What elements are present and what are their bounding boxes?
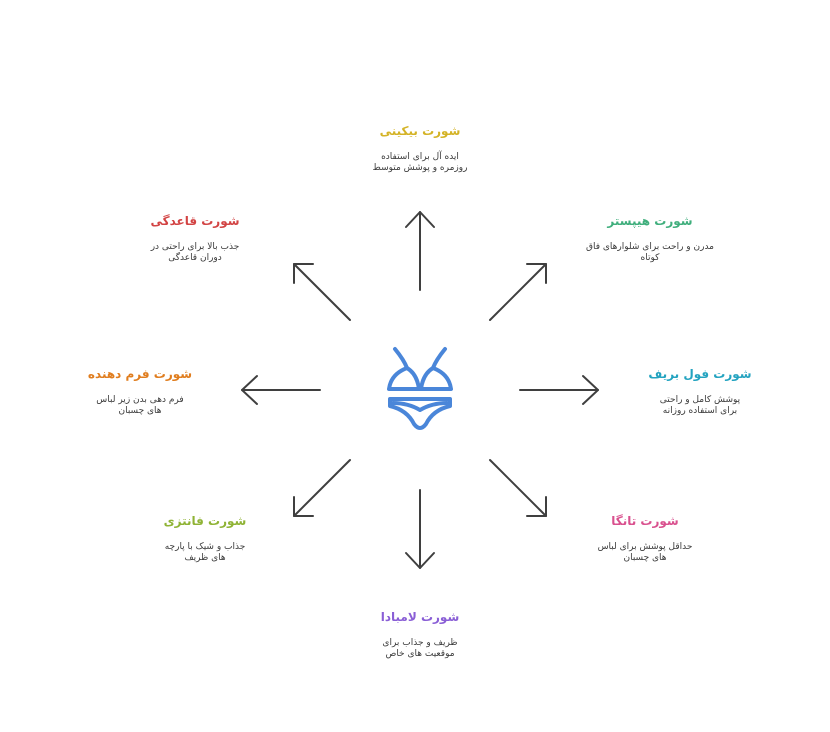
node-title: شورت فرم دهنده (87, 367, 193, 381)
node-thong: شورت تانگا حداقل پوشش برای لباس های چسبا… (565, 514, 725, 564)
node-description: پوشش کامل و راحتی برای استفاده روزانه (620, 395, 780, 417)
lingerie-icon (387, 347, 453, 430)
node-title: شورت تانگا (611, 514, 679, 528)
node-period: شورت قاعدگی جذب بالا برای راحتی در دوران… (110, 214, 280, 264)
desc-line: فرم دهی بدن زیر لباس (96, 395, 184, 405)
node-bikini: شورت بیکینی ایده آل برای استفاده روزمره … (330, 124, 510, 174)
desc-line: های چسبان (118, 406, 162, 416)
arrow-up (405, 211, 435, 291)
node-title: شورت فانتزی (163, 514, 247, 528)
node-description: فرم دهی بدن زیر لباس های چسبان (60, 395, 220, 417)
node-description: جذاب و شیک با پارچه های ظریف (125, 542, 285, 564)
arrow-down-right (489, 459, 547, 517)
node-description: ایده آل برای استفاده روزمره و پوشش متوسط (330, 152, 510, 174)
node-title: شورت لامبادا (380, 610, 460, 624)
node-lambada: شورت لامبادا ظریف و جذاب برای موقعیت های… (335, 610, 505, 660)
desc-line: مدرن و راحت برای شلوارهای فاق (586, 242, 714, 252)
desc-line: پوشش کامل و راحتی (659, 395, 741, 405)
node-description: ظریف و جذاب برای موقعیت های خاص (335, 638, 505, 660)
desc-line: روزمره و پوشش متوسط (372, 163, 468, 173)
node-hipster: شورت هیپستر مدرن و راحت برای شلوارهای فا… (570, 214, 730, 264)
desc-line: های چسبان (623, 553, 667, 563)
node-description: جذب بالا برای راحتی در دوران قاعدگی (110, 242, 280, 264)
arrow-right (519, 375, 599, 405)
arrow-left (241, 375, 321, 405)
node-title: شورت بیکینی (379, 124, 461, 138)
node-title: شورت هیپستر (607, 214, 693, 228)
node-title: شورت فول بریف (648, 367, 752, 381)
arrow-down-left (293, 459, 351, 517)
desc-line: کوتاه (640, 253, 660, 263)
node-shaper: شورت فرم دهنده فرم دهی بدن زیر لباس های … (60, 367, 220, 417)
node-fullbrief: شورت فول بریف پوشش کامل و راحتی برای است… (620, 367, 780, 417)
node-description: حداقل پوشش برای لباس های چسبان (565, 542, 725, 564)
arrow-down (405, 489, 435, 569)
desc-line: جذاب و شیک با پارچه (164, 542, 246, 552)
desc-line: برای استفاده روزانه (662, 406, 738, 416)
node-title: شورت قاعدگی (150, 214, 240, 228)
desc-line: موقعیت های خاص (385, 649, 455, 659)
arrow-up-left (293, 263, 351, 321)
desc-line: جذب بالا برای راحتی در (150, 242, 240, 252)
desc-line: ظریف و جذاب برای (382, 638, 458, 648)
desc-line: ایده آل برای استفاده (381, 152, 459, 162)
arrow-up-right (489, 263, 547, 321)
desc-line: های ظریف (184, 553, 226, 563)
node-fantasy: شورت فانتزی جذاب و شیک با پارچه های ظریف (125, 514, 285, 564)
node-description: مدرن و راحت برای شلوارهای فاق کوتاه (570, 242, 730, 264)
desc-line: دوران قاعدگی (168, 253, 222, 263)
desc-line: حداقل پوشش برای لباس (597, 542, 693, 552)
